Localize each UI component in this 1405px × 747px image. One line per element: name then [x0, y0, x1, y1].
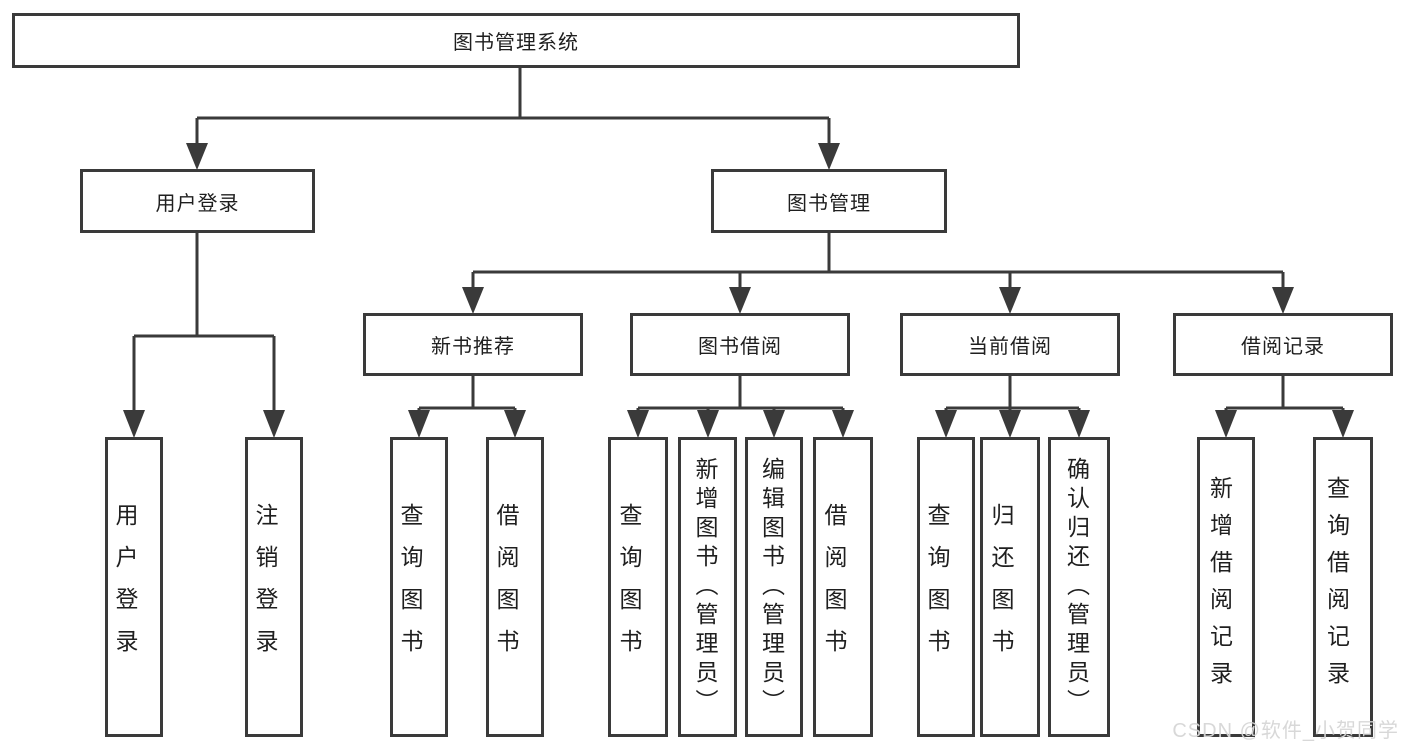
leaf-confirm-return-admin: 确认归还（管理员） [1048, 437, 1110, 737]
csdn-watermark: CSDN @软件_小贺同学 [1172, 720, 1399, 742]
leaf-query-books: 查询图书 [390, 437, 448, 737]
leaf-add-borrow-record: 新增借阅记录 [1197, 437, 1255, 737]
leaf-edit-books-admin: 编辑图书（管理员） [745, 437, 803, 737]
node-book-borrowing: 图书借阅 [630, 313, 850, 376]
node-new-book-recommend: 新书推荐 [363, 313, 583, 376]
leaf-return-books: 归还图书 [980, 437, 1040, 737]
leaf-logout: 注销登录 [245, 437, 303, 737]
node-user-login: 用户登录 [80, 169, 315, 233]
leaf-add-books-admin: 新增图书（管理员） [678, 437, 737, 737]
node-current-borrowing: 当前借阅 [900, 313, 1120, 376]
node-library-management-system: 图书管理系统 [12, 13, 1020, 68]
leaf-user-login: 用户登录 [105, 437, 163, 737]
leaf-borrow-books: 借阅图书 [486, 437, 544, 737]
leaf-query-books: 查询图书 [608, 437, 668, 737]
node-book-management: 图书管理 [711, 169, 947, 233]
leaf-query-books: 查询图书 [917, 437, 975, 737]
leaf-query-borrow-record: 查询借阅记录 [1313, 437, 1373, 737]
node-borrowing-records: 借阅记录 [1173, 313, 1393, 376]
leaf-borrow-books: 借阅图书 [813, 437, 873, 737]
